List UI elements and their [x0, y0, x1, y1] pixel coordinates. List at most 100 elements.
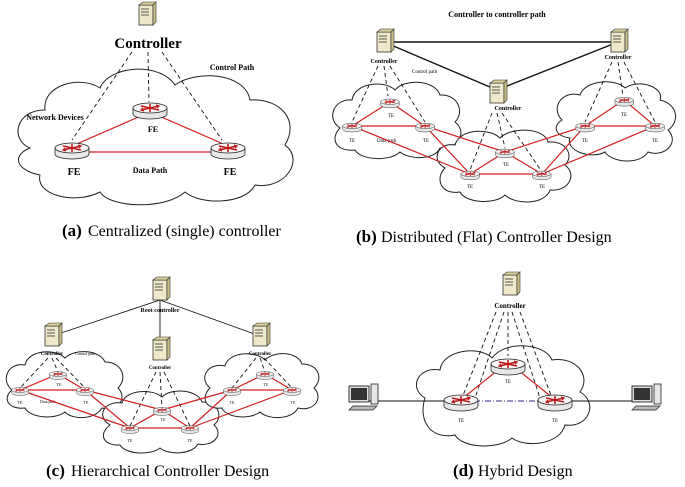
te-label: TE: [539, 185, 545, 190]
cloud-a: [17, 68, 294, 206]
router-icon: [132, 102, 168, 120]
te-label: TE: [264, 382, 269, 387]
router-icon: [645, 122, 665, 133]
control-path-label: Control path: [75, 351, 95, 356]
te-label: TE: [458, 419, 464, 424]
caption-text: Hierarchical Controller Design: [71, 463, 269, 480]
network-devices-label: Network Devices: [26, 113, 84, 122]
fe-label: FE: [148, 125, 158, 134]
controller-to-controller-path: [383, 41, 619, 91]
router-icon: [49, 371, 67, 380]
controller-label: Controller: [494, 302, 525, 310]
router-icon: [415, 122, 435, 133]
caption-text: Distributed (Flat) Controller Design: [381, 229, 612, 246]
caption-key: (c): [46, 461, 65, 480]
router-icon: [614, 96, 635, 107]
panel-b: Controller to controller path Controller…: [332, 10, 676, 246]
data-link: [351, 99, 657, 175]
te-label: TE: [349, 139, 355, 144]
router-icon: [575, 122, 595, 133]
control-link: [161, 51, 223, 141]
controller-label: Controller: [249, 352, 272, 357]
control-link: [231, 357, 293, 389]
te-label: TE: [652, 139, 658, 144]
root-controller-server-icon: [152, 276, 171, 301]
panel-c: Root controller Controller Controller Co…: [5, 276, 320, 480]
cloud-c-left: [5, 351, 124, 418]
data-path-label: Data path: [377, 139, 397, 144]
te-label: TE: [57, 382, 62, 387]
router-icon: [153, 407, 171, 416]
computer-icon: [631, 383, 662, 411]
controller-server-icon: [44, 322, 63, 347]
te-label: TE: [552, 419, 558, 424]
controller-label: Controller: [605, 55, 632, 61]
data-link: [19, 373, 295, 429]
te-label: TE: [388, 114, 394, 119]
controller-label: Controller: [41, 352, 64, 357]
controller-server-icon: [610, 28, 629, 53]
router-icon: [54, 142, 90, 160]
te-label: TE: [128, 438, 133, 443]
router-icon: [223, 387, 241, 396]
router-icon: [380, 98, 400, 109]
router-icon: [11, 387, 29, 396]
router-icon: [490, 358, 526, 376]
router-icon: [537, 394, 573, 412]
te-label: TE: [467, 185, 473, 190]
computer-icon: [348, 383, 379, 411]
fe-label: FE: [224, 167, 237, 178]
control-link: [147, 51, 150, 103]
controller-label: Controller: [114, 36, 182, 52]
router-icon: [181, 425, 199, 434]
fe-label: FE: [68, 167, 81, 178]
data-path-label: Data path: [40, 399, 55, 404]
controller-server-icon: [502, 271, 521, 296]
control-link: [129, 371, 191, 427]
control-link: [584, 61, 656, 123]
control-link: [469, 112, 543, 173]
controller-to-controller-label: Controller to controller path: [448, 10, 546, 19]
cloud-b-mid: [436, 129, 572, 203]
control-path-label: Control path: [412, 70, 438, 75]
router-icon: [531, 170, 552, 181]
cloud-c-mid: [102, 390, 220, 454]
cloud-b-left: [332, 81, 462, 159]
controller-server-icon: [376, 28, 395, 53]
router-icon: [495, 148, 515, 159]
router-icon: [256, 371, 274, 380]
controller-server-icon: [252, 322, 271, 347]
router-icon: [76, 387, 94, 396]
caption-key: (b): [356, 227, 377, 246]
caption-key: (a): [62, 221, 82, 240]
panel-d: Controller TE TE TE (d) Hybrid Design: [348, 271, 662, 480]
te-label: TE: [582, 139, 588, 144]
controller-server-icon: [138, 1, 157, 26]
te-label: TE: [188, 438, 193, 443]
te-label: TE: [291, 400, 296, 405]
cloud-d: [415, 345, 591, 447]
control-link: [461, 311, 553, 399]
te-label: TE: [230, 400, 235, 405]
controller-server-icon: [152, 336, 171, 361]
te-label: TE: [161, 417, 166, 422]
te-label: TE: [505, 380, 511, 385]
router-icon: [121, 425, 139, 434]
te-label: TE: [84, 400, 89, 405]
router-icon: [283, 387, 301, 396]
caption-text: Hybrid Design: [478, 463, 573, 480]
controller-label: Controller: [371, 59, 398, 65]
cloud-b-right: [555, 81, 676, 162]
te-label: TE: [503, 163, 509, 168]
router-icon: [342, 122, 362, 133]
router-icon: [210, 142, 246, 160]
control-link: [71, 51, 133, 141]
controller-label: Controller: [149, 366, 172, 371]
data-link: [149, 111, 229, 147]
panel-a: Controller Control Path Network Devices …: [17, 1, 294, 240]
te-label: TE: [18, 400, 23, 405]
control-link: [19, 357, 86, 389]
caption-key: (d): [453, 461, 474, 480]
root-controller-label: Root controller: [140, 308, 179, 314]
